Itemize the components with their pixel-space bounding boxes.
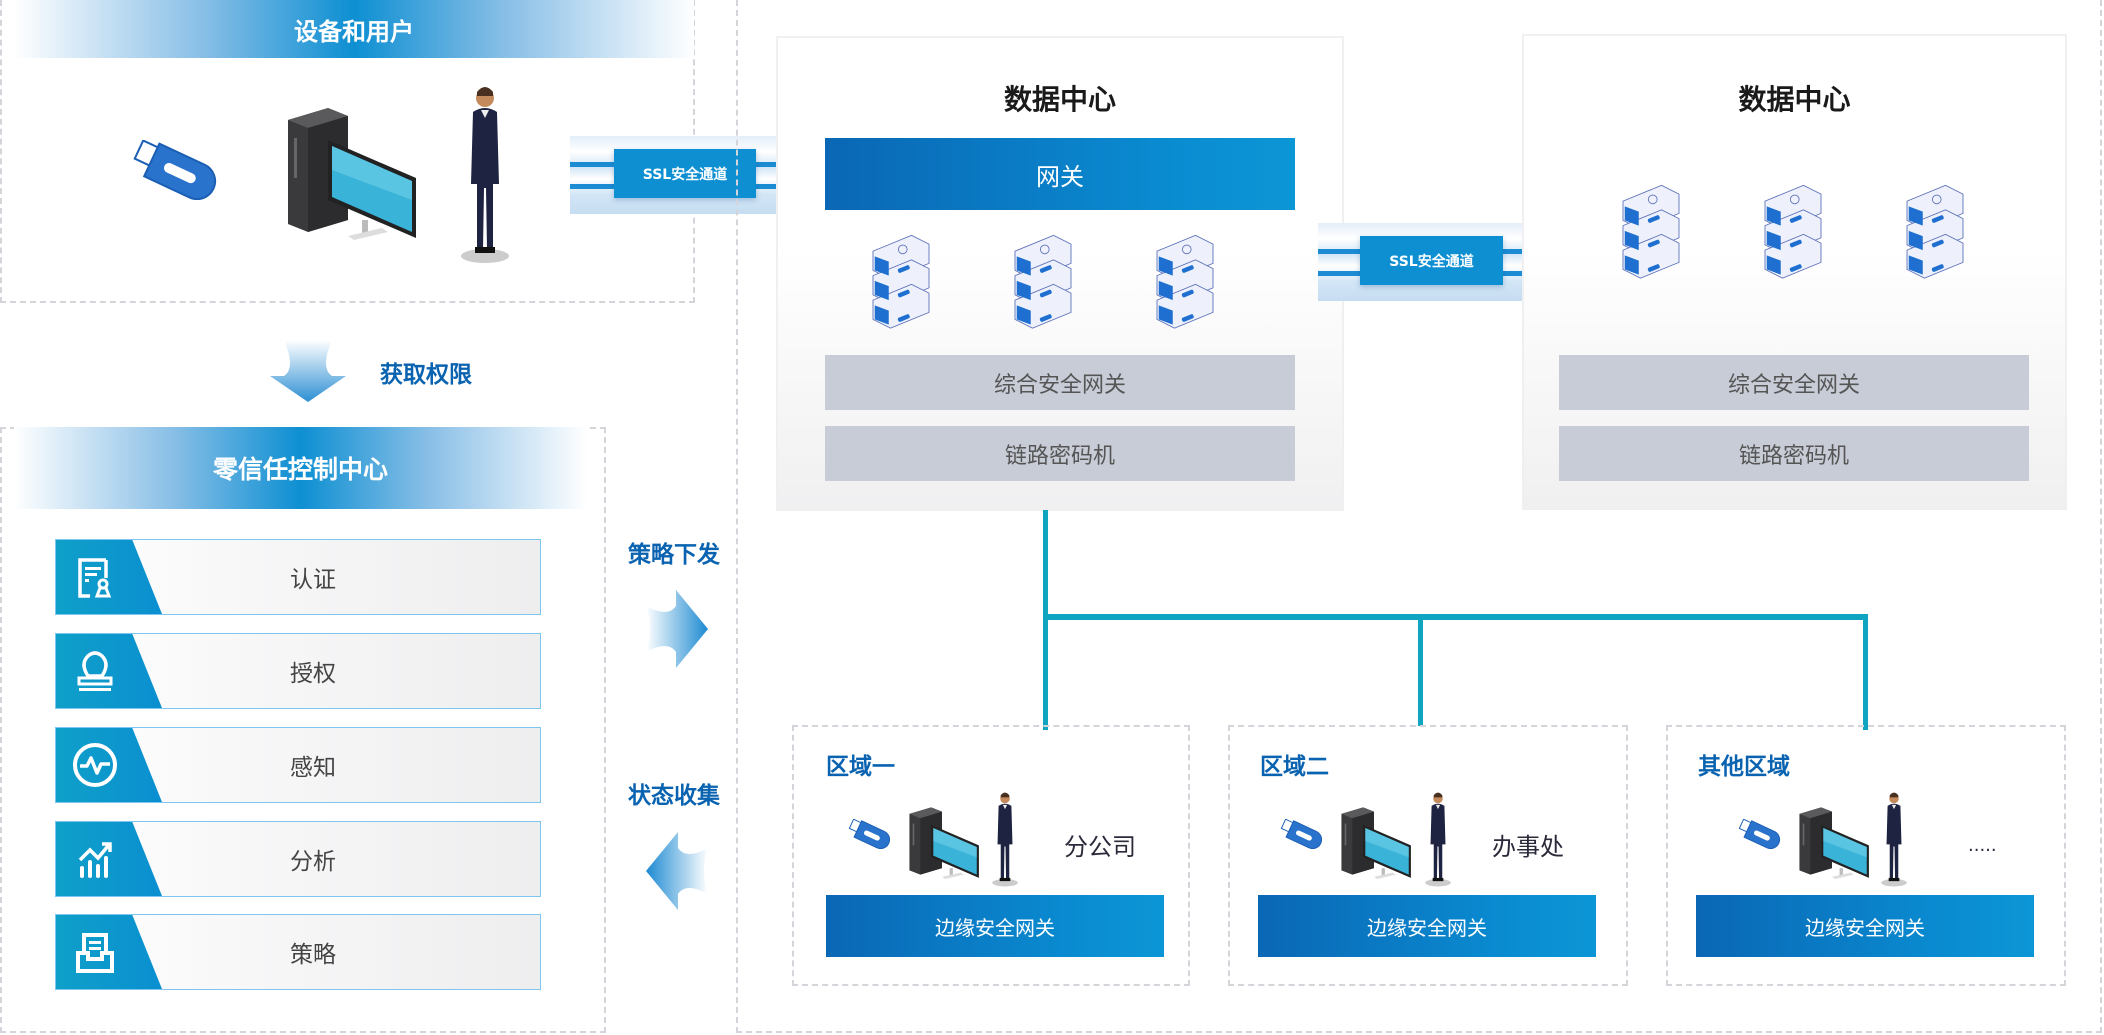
desktop-computer-icon (904, 803, 980, 879)
usb-key-icon (1736, 819, 1786, 849)
user-figure-icon (989, 791, 1021, 887)
policy-tray-icon (76, 933, 114, 973)
server-rack-icon (866, 230, 936, 330)
server-rack-icon (1900, 180, 1970, 280)
capability-label: 策略 (290, 942, 336, 968)
edge-security-gateway: 边缘安全网关 (826, 895, 1164, 957)
site-label: ..... (1968, 835, 1997, 856)
user-figure-icon (1878, 791, 1910, 887)
gateway-bar: 网关 (825, 138, 1295, 210)
desktop-computer-icon (1336, 803, 1412, 879)
capability-label: 授权 (290, 661, 336, 687)
status-collect-label: 状态收集 (628, 783, 720, 809)
ssl-channel-label: SSL安全通道 (614, 149, 756, 198)
edge-security-gateway: 边缘安全网关 (1258, 895, 1596, 957)
capability-analysis[interactable]: 分析 (55, 821, 541, 897)
server-rack-icon (1008, 230, 1078, 330)
desktop-computer-icon (1794, 803, 1870, 879)
connector-bus (1043, 614, 1867, 620)
edge-security-gateway: 边缘安全网关 (1696, 895, 2034, 957)
data-center-title: 数据中心 (1003, 83, 1116, 116)
left-arrow-icon (646, 832, 708, 910)
region-title: 其他区域 (1698, 754, 1790, 780)
link-encryptor: 链路密码机 (1559, 426, 2029, 481)
data-center-title: 数据中心 (1738, 83, 1851, 116)
capability-label: 分析 (290, 849, 336, 875)
capability-policy[interactable]: 策略 (55, 914, 541, 990)
connector-region-2 (1418, 614, 1423, 726)
server-rack-icon (1150, 230, 1220, 330)
usb-key-icon (846, 819, 896, 849)
capability-label: 感知 (290, 755, 336, 781)
region-other: 其他区域 ..... 边缘安全网关 (1666, 725, 2066, 986)
usb-key-icon (128, 140, 228, 200)
policy-dispatch-label: 策略下发 (628, 542, 720, 568)
user-figure-icon (1422, 791, 1454, 887)
pulse-icon (73, 743, 117, 787)
ssl-channel-devices-to-dc: SSL安全通道 (570, 136, 800, 214)
down-arrow-icon (270, 340, 346, 402)
get-permission-label: 获取权限 (380, 362, 472, 388)
devices-users-title: 设备和用户 (14, 0, 694, 58)
connector-region-3 (1863, 614, 1868, 730)
integrated-security-gateway: 综合安全网关 (1559, 355, 2029, 410)
site-label: 分公司 (1064, 833, 1136, 861)
usb-key-icon (1278, 819, 1328, 849)
certificate-icon (78, 558, 112, 598)
trend-chart-icon (78, 842, 112, 878)
site-label: 办事处 (1492, 833, 1564, 861)
region-1: 区域一 分公司 边缘安全网关 (792, 725, 1190, 986)
user-figure-icon (455, 84, 515, 264)
link-encryptor: 链路密码机 (825, 426, 1295, 481)
server-rack-icon (1758, 180, 1828, 280)
connector-trunk (1043, 510, 1048, 730)
capability-label: 认证 (290, 567, 336, 593)
ssl-channel-dc-to-dc: SSL安全通道 (1318, 223, 1546, 301)
stamp-icon (77, 651, 113, 691)
region-2: 区域二 办事处 边缘安全网关 (1228, 725, 1628, 986)
capability-authentication[interactable]: 认证 (55, 539, 541, 615)
region-title: 区域一 (826, 754, 895, 780)
region-title: 区域二 (1260, 754, 1329, 780)
zero-trust-title: 零信任控制中心 (14, 427, 587, 509)
capability-authorization[interactable]: 授权 (55, 633, 541, 709)
right-arrow-icon (646, 590, 708, 668)
capability-perception[interactable]: 感知 (55, 727, 541, 803)
desktop-computer-icon (278, 100, 418, 240)
integrated-security-gateway: 综合安全网关 (825, 355, 1295, 410)
server-rack-icon (1616, 180, 1686, 280)
network-panel (736, 0, 2102, 1033)
ssl-channel-label: SSL安全通道 (1360, 236, 1503, 285)
